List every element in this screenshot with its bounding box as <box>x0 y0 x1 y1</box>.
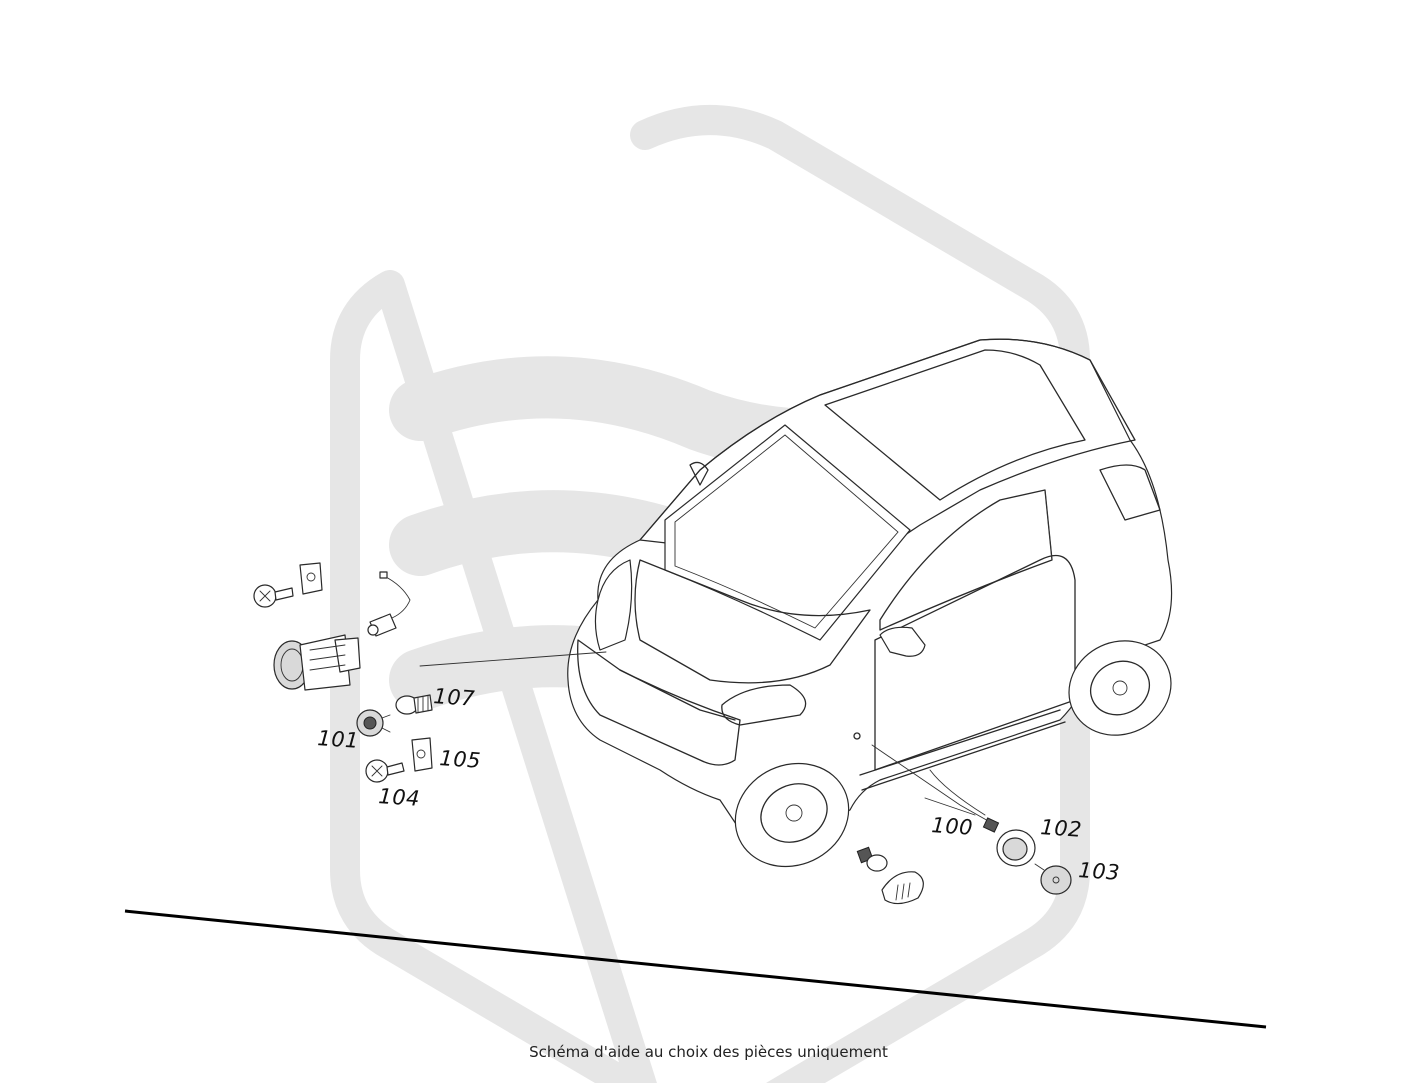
part-label-100[interactable]: 100 <box>931 813 974 840</box>
part-label-105[interactable]: 105 <box>439 746 482 773</box>
headlight-parts-group <box>253 562 433 783</box>
car-sunroof <box>824 349 1086 501</box>
ground-line <box>124 909 1267 1029</box>
clip-upper <box>299 562 323 595</box>
watermark-hexagon <box>330 105 1090 1083</box>
headlight-leader-line <box>419 651 607 667</box>
car-illustration <box>567 338 1173 868</box>
part-label-107[interactable]: 107 <box>433 684 476 711</box>
car-fog-light <box>721 684 807 726</box>
car-marker-point <box>853 732 861 740</box>
wire-connector <box>982 817 1000 833</box>
car-mirror <box>879 626 926 657</box>
bulb-107 <box>395 694 433 715</box>
car-rear-wheel <box>1068 640 1172 736</box>
clip-105 <box>411 737 433 772</box>
headlight-unit <box>273 634 361 691</box>
lens-103 <box>1034 863 1072 895</box>
car-rear-window <box>1099 464 1161 521</box>
marker-lens <box>881 871 924 905</box>
part-label-104[interactable]: 104 <box>378 784 421 811</box>
car-b-pillar <box>1044 489 1053 561</box>
car-door <box>874 554 1076 771</box>
socket-101 <box>356 709 391 737</box>
part-labels: 107 101 105 104 100 102 103 <box>317 684 1121 885</box>
car-front-bumper <box>577 639 741 766</box>
car-roof <box>639 338 1136 566</box>
car-windshield-inner <box>674 434 899 629</box>
part-label-103[interactable]: 103 <box>1078 858 1121 885</box>
car-grille <box>619 669 736 721</box>
gasket-102 <box>996 829 1036 867</box>
car-front-wheel <box>734 762 850 868</box>
screw-upper <box>253 584 294 608</box>
car-hood <box>634 559 871 684</box>
screw-104 <box>365 759 405 783</box>
bulb-h7 <box>367 571 411 637</box>
part-label-102[interactable]: 102 <box>1040 815 1083 842</box>
wire-harness-100 <box>871 744 991 823</box>
car-wiper <box>689 461 709 486</box>
side-marker-parts-group <box>856 744 1072 905</box>
car-side-skirt <box>859 709 1066 791</box>
marker-bulb <box>856 846 888 872</box>
car-headlight <box>594 559 633 651</box>
part-label-101[interactable]: 101 <box>317 726 360 753</box>
diagram-caption: Schéma d'aide au choix des pièces unique… <box>529 1043 888 1061</box>
